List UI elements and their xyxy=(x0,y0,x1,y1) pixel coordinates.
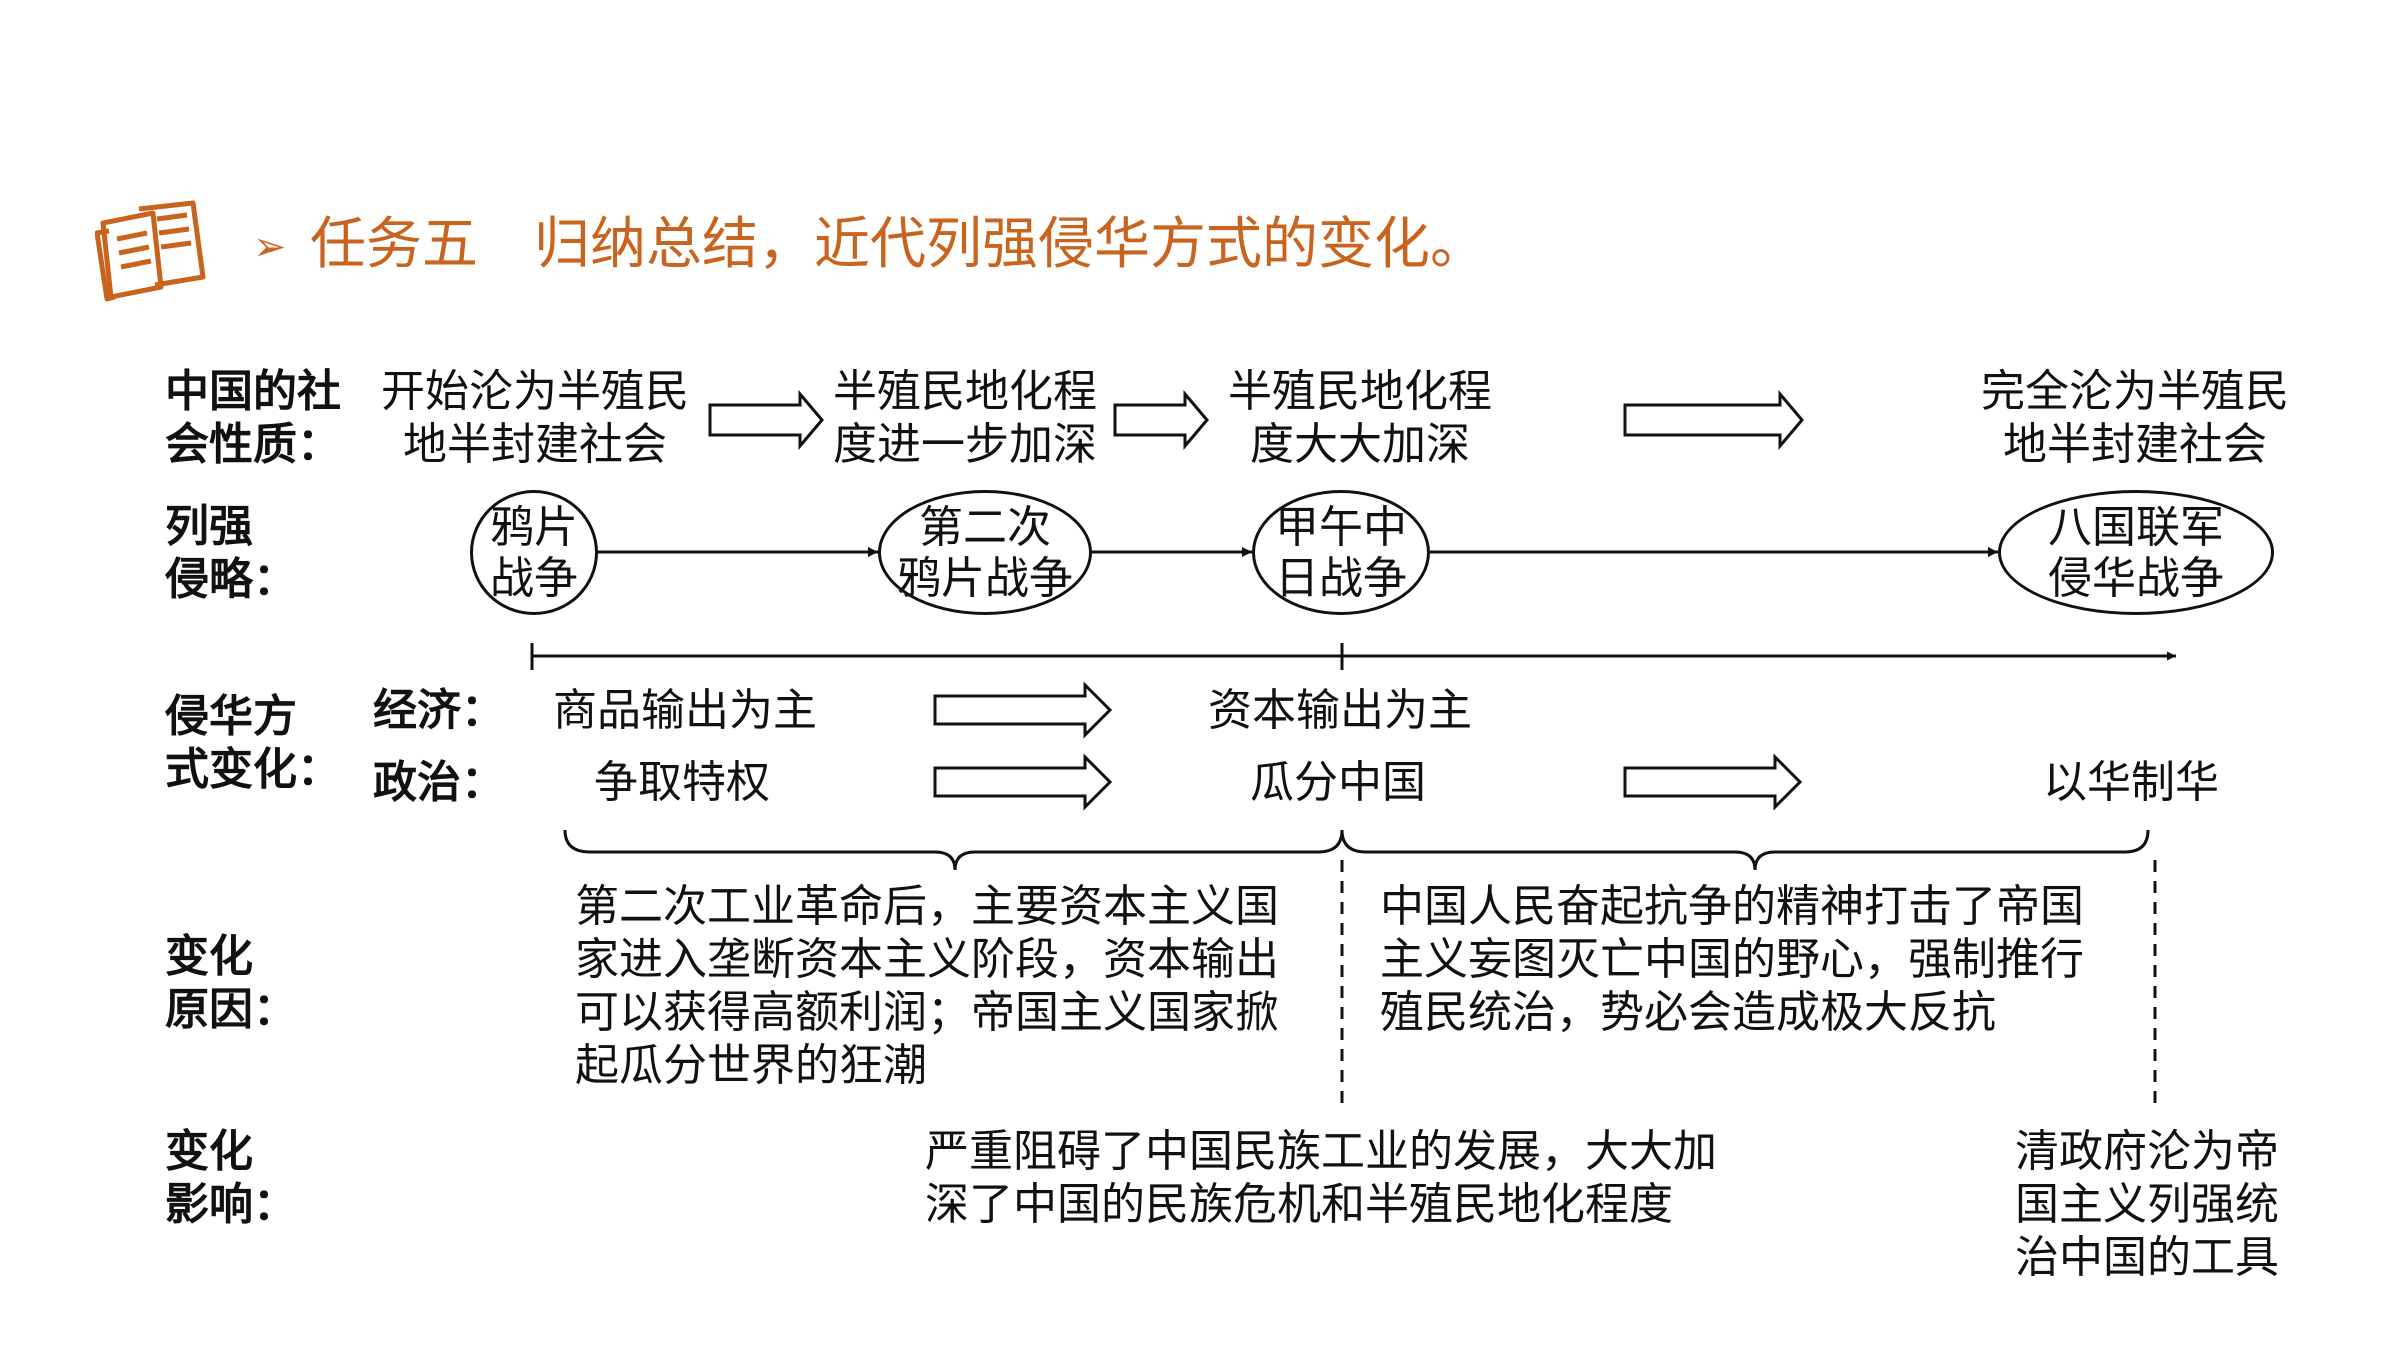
politics-stage-3: 以华制华 xyxy=(2043,757,2219,808)
politics-stage-1: 争取特权 xyxy=(594,757,770,808)
label-society: 中国的社 会性质： xyxy=(165,366,341,470)
war-bubble-second-opium: 第二次 鸦片战争 xyxy=(878,490,1092,615)
politics-arrow-1 xyxy=(933,753,1113,811)
politics-stage-2: 瓜分中国 xyxy=(1250,757,1426,808)
economy-arrow xyxy=(933,681,1113,739)
label-aggression: 列强 侵略： xyxy=(165,501,297,605)
label-method: 侵华方 式变化： xyxy=(165,691,341,795)
war-label: 甲午中 日战争 xyxy=(1275,501,1407,604)
impact-right: 清政府沦为帝 国主义列强统 治中国的工具 xyxy=(2015,1126,2279,1283)
society-arrow-2 xyxy=(1113,389,1209,451)
war-bubble-sino-japanese: 甲午中 日战争 xyxy=(1252,490,1430,615)
reason-left: 第二次工业革命后，主要资本主义国 家进入垄断资本主义阶段，资本输出 可以获得高额… xyxy=(575,881,1279,1091)
economy-to: 资本输出为主 xyxy=(1208,685,1472,736)
impact-middle: 严重阻碍了中国民族工业的发展，大大加 深了中国的民族危机和半殖民地化程度 xyxy=(925,1126,1717,1230)
society-arrow-1 xyxy=(708,389,824,451)
society-stage-2: 半殖民地化程 度进一步加深 xyxy=(833,366,1097,470)
war-bubble-opium: 鸦片 战争 xyxy=(470,490,598,615)
war-bubble-eight-nation: 八国联军 侵华战争 xyxy=(1998,490,2274,615)
page-title: 任务五 归纳总结，近代列强侵华方式的变化。 xyxy=(310,212,1486,277)
society-stage-4: 完全沦为半殖民 地半封建社会 xyxy=(1981,366,2289,470)
politics-label: 政治： xyxy=(373,757,505,808)
war-label: 八国联军 侵华战争 xyxy=(2048,501,2224,604)
notebook-icon xyxy=(95,195,215,305)
war-label: 第二次 鸦片战争 xyxy=(897,501,1073,604)
society-stage-1: 开始沦为半殖民 地半封建社会 xyxy=(381,366,689,470)
economy-from: 商品输出为主 xyxy=(553,685,817,736)
politics-arrow-2 xyxy=(1623,753,1803,811)
economy-label: 经济： xyxy=(373,685,505,736)
triangle-arrow-icon: ➢ xyxy=(253,224,287,270)
society-stage-3: 半殖民地化程 度大大加深 xyxy=(1228,366,1492,470)
right-brace xyxy=(1340,829,2150,871)
label-impact: 变化 影响： xyxy=(165,1126,297,1230)
left-brace xyxy=(563,829,1344,871)
war-label: 鸦片 战争 xyxy=(490,501,578,604)
society-arrow-3 xyxy=(1623,389,1804,451)
reason-right: 中国人民奋起抗争的精神打击了帝国 主义妄图灭亡中国的野心，强制推行 殖民统治，势… xyxy=(1380,881,2084,1038)
label-reason: 变化 原因： xyxy=(165,931,297,1035)
